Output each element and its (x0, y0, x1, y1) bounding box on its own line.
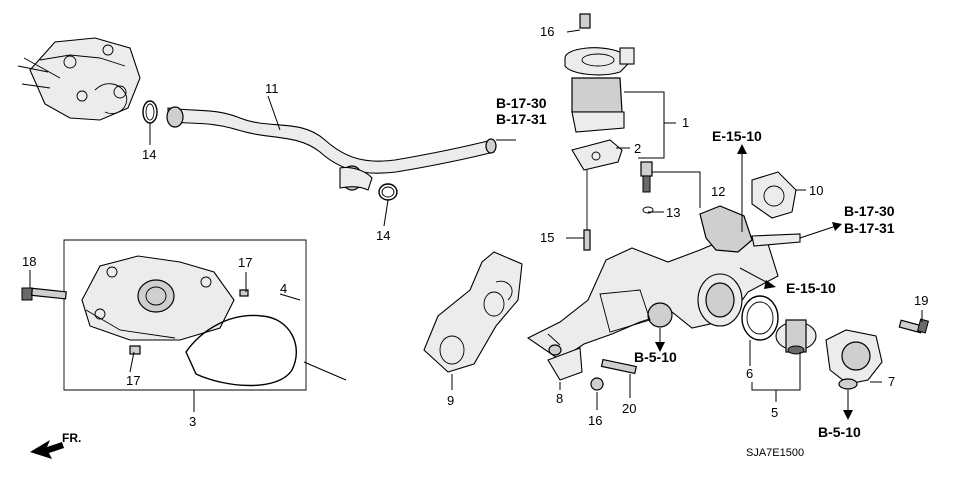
thermostat (775, 319, 817, 355)
part-number-18: 18 (22, 254, 36, 269)
part-number-16-top: 16 (540, 24, 554, 39)
o-ring-left (142, 100, 158, 124)
front-direction-arrow: FR. (30, 431, 81, 459)
temperature-sensor (640, 161, 654, 214)
o-ring-right (378, 183, 398, 201)
egr-valve (564, 13, 635, 133)
part-number-16-bottom: 16 (588, 413, 602, 428)
part-number-5: 5 (771, 405, 778, 420)
part-number-1: 1 (682, 115, 689, 130)
bolt-eighteen (21, 287, 67, 301)
ref-b-17-30-top: B-17-30 (496, 95, 547, 111)
ref-b-17-30-right: B-17-30 (844, 203, 895, 219)
part-number-9: 9 (447, 393, 454, 408)
part-number-14-right: 14 (376, 228, 390, 243)
part-number-8: 8 (556, 391, 563, 406)
water-pipe (166, 106, 497, 191)
part-number-17-top: 17 (238, 255, 252, 270)
egr-gasket (571, 139, 623, 171)
part-number-13: 13 (666, 205, 680, 220)
part-number-15: 15 (540, 230, 554, 245)
reference-labels: B-17-30 B-17-31 E-15-10 B-17-30 B-17-31 … (496, 95, 895, 440)
reference-arrows (496, 139, 853, 420)
long-stud-bolt (583, 170, 591, 251)
part-number-7: 7 (888, 374, 895, 389)
ref-e-15-10-mid: E-15-10 (786, 280, 836, 296)
ref-e-15-10-top: E-15-10 (712, 128, 762, 144)
part-number-11: 11 (265, 81, 279, 96)
part-number-10: 10 (809, 183, 823, 198)
bolt-nineteen (898, 318, 930, 334)
part-number-20: 20 (622, 401, 636, 416)
part-number-19: 19 (914, 293, 928, 308)
gasket-ten (751, 171, 797, 219)
water-passage-housing (526, 205, 801, 361)
part-number-14-left: 14 (142, 147, 156, 162)
ref-b-17-31-right: B-17-31 (844, 220, 895, 236)
part-number-labels: 1 2 3 4 5 6 7 8 9 10 11 12 13 14 14 15 1… (22, 24, 928, 429)
thermostat-cover (825, 329, 883, 390)
part-number-12: 12 (711, 184, 725, 199)
bracket-assembly (547, 347, 637, 391)
part-number-4: 4 (280, 281, 287, 296)
part-number-17-bottom: 17 (126, 373, 140, 388)
ref-b-5-10-right: B-5-10 (818, 424, 861, 440)
leader-lines (23, 29, 923, 412)
gasket-nine (423, 251, 523, 373)
part-number-6: 6 (746, 366, 753, 381)
thermostat-gasket (741, 295, 779, 341)
part-number-3: 3 (189, 414, 196, 429)
part-number-2: 2 (634, 141, 641, 156)
engine-block-fragment (17, 37, 141, 121)
front-direction-label: FR. (62, 431, 81, 445)
ref-b-5-10-left: B-5-10 (634, 349, 677, 365)
ref-b-17-31-top: B-17-31 (496, 111, 547, 127)
water-pump-group (63, 239, 307, 391)
diagram-code: SJA7E1500 (746, 447, 804, 459)
